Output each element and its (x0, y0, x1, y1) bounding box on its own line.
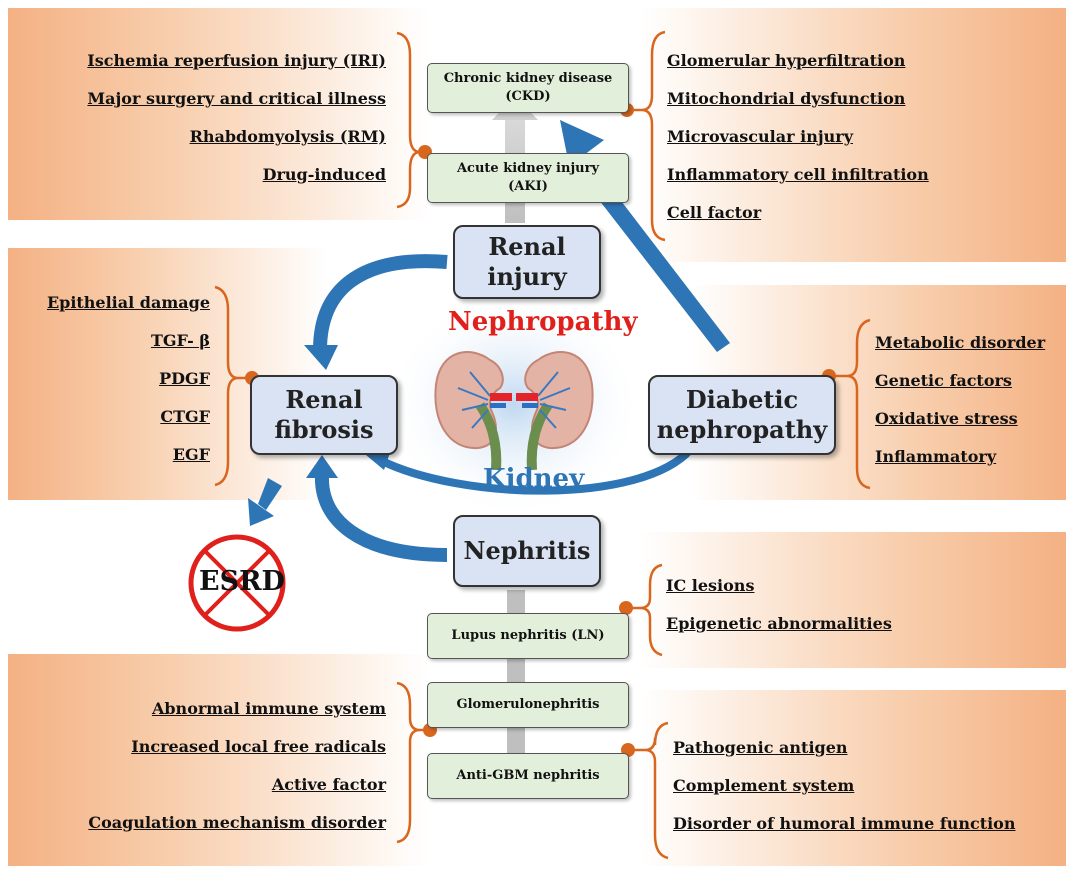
gbm-cause: Complement system (673, 776, 855, 795)
fibrosis-to-esrd-arrow (248, 478, 282, 526)
ln-cause: IC lesions (666, 576, 755, 595)
ln-box: Lupus nephritis (LN) (427, 613, 629, 659)
ckd-cause: Microvascular injury (667, 127, 853, 146)
fibrosis-factor: Epithelial damage (46, 293, 210, 312)
ln-panel (640, 532, 1066, 668)
esrd-symbol (188, 534, 286, 632)
injury-to-fibrosis-arrow (313, 254, 448, 351)
bracket-diabetic (833, 318, 871, 490)
kidney-glow (384, 290, 644, 520)
nephritis-connector-1 (507, 590, 525, 615)
fibrosis-factor: CTGF (160, 407, 210, 426)
gbm-box: Anti-GBM nephritis (427, 753, 629, 799)
ckd-cause: Inflammatory cell infiltration (667, 165, 929, 184)
nephritis-connector-3 (507, 728, 525, 753)
diabetic-nephropathy-box: Diabetic nephropathy (648, 375, 836, 455)
aki-cause: Drug-induced (262, 165, 386, 184)
diabetic-factor: Metabolic disorder (875, 333, 1046, 352)
gn-cause: Active factor (271, 775, 386, 794)
bracket-fibrosis (214, 285, 250, 487)
gbm-cause: Pathogenic antigen (673, 738, 848, 757)
nephritis-connector-2 (507, 658, 525, 682)
ln-cause: Epigenetic abnormalities (666, 614, 892, 633)
gn-cause: Abnormal immune system (151, 699, 386, 718)
gbm-cause: Disorder of humoral immune function (673, 814, 1016, 833)
bracket-gbm (630, 721, 669, 860)
aki-cause: Major surgery and critical illness (87, 89, 386, 108)
ckd-box: Chronic kidney disease (CKD) (427, 63, 629, 113)
fibrosis-factor: EGF (172, 445, 210, 464)
ckd-cause: Cell factor (667, 203, 762, 222)
bracket-ckd (629, 30, 666, 242)
injury-left-panel (8, 8, 428, 220)
diabetic-factor: Oxidative stress (875, 409, 1018, 428)
fibrosis-factor: PDGF (159, 369, 210, 388)
renal-fibrosis-box: Renal fibrosis (250, 375, 398, 455)
bracket-ln (628, 563, 663, 657)
aki-box: Acute kidney injury (AKI) (427, 153, 629, 203)
renal-injury-box: Renal injury (453, 225, 601, 299)
kidney-label: Kidney (483, 464, 585, 494)
kidney-illustration (434, 351, 594, 471)
gn-box: Glomerulonephritis (427, 682, 629, 728)
bracket-ln-dot (619, 601, 633, 615)
esrd-label: ESRD (199, 566, 285, 597)
aki-cause: Rhabdomyolysis (RM) (189, 127, 386, 146)
diabetic-factor: Inflammatory (875, 447, 997, 466)
bracket-aki (396, 31, 430, 209)
fibrosis-panel (8, 248, 328, 500)
fibrosis-factor: TGF- β (150, 331, 210, 350)
nephritis-box: Nephritis (453, 515, 601, 587)
injury-right-panel (640, 8, 1066, 262)
gbm-panel (640, 690, 1066, 866)
gn-panel (8, 654, 428, 866)
nephritis-to-fibrosis-arrow (314, 474, 448, 562)
bracket-gn (396, 681, 430, 844)
ckd-cause: Mitochondrial dysfunction (667, 89, 906, 108)
gn-cause: Increased local free radicals (131, 737, 386, 756)
nephropathy-label: Nephropathy (448, 307, 638, 337)
aki-cause: Ischemia reperfusion injury (IRI) (87, 51, 386, 70)
gn-cause: Coagulation mechanism disorder (88, 813, 386, 832)
ckd-cause: Glomerular hyperfiltration (667, 51, 906, 70)
diabetic-factor: Genetic factors (875, 371, 1012, 390)
diabetic-to-fibrosis-arrow (378, 447, 693, 495)
